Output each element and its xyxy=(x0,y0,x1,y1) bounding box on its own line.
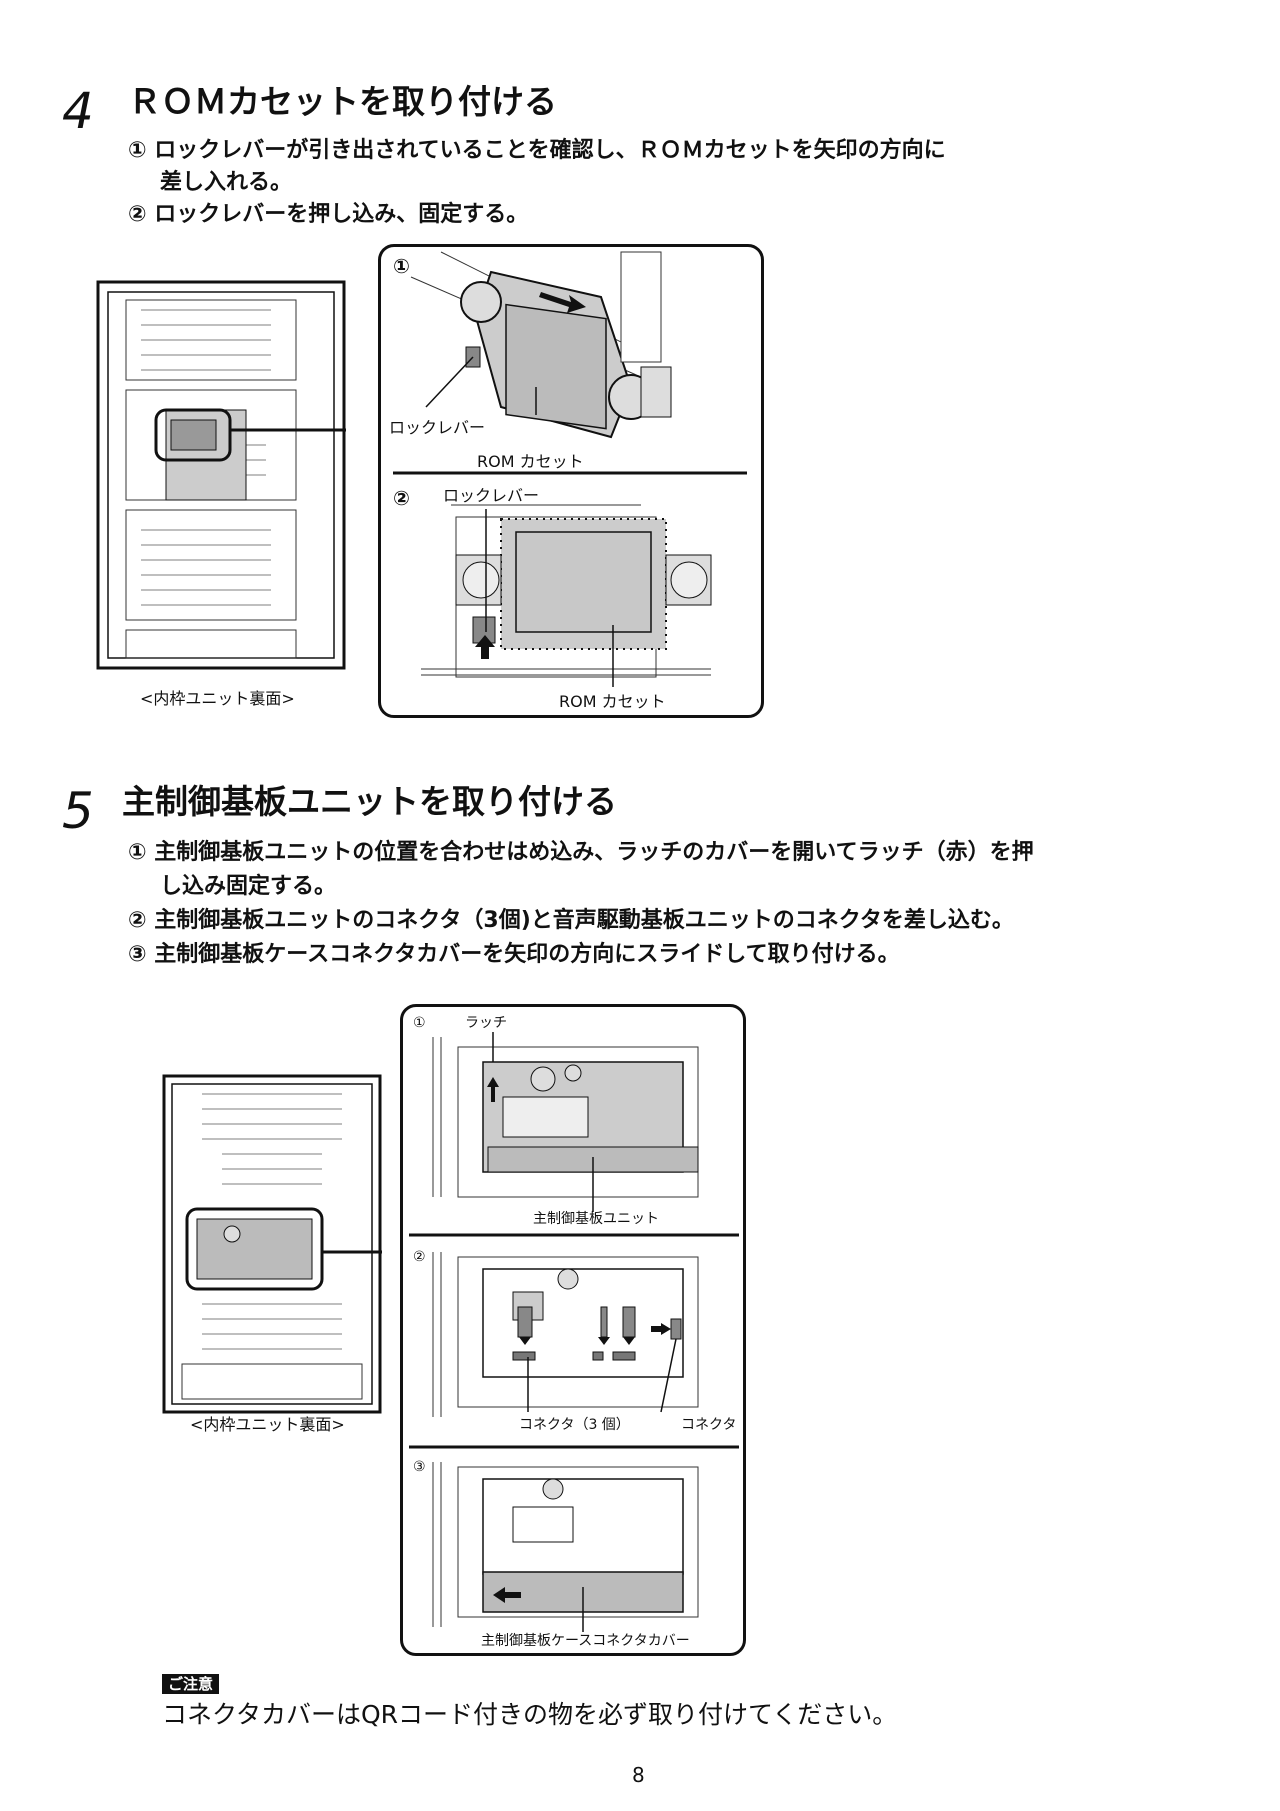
step4-instruction-1: ① ロックレバーが引き出されていることを確認し、ＲＯＭカセットを矢印の方向に xyxy=(128,138,946,163)
step4-instruction-2: ② ロックレバーを押し込み、固定する。 xyxy=(128,202,529,227)
notice-badge: ご注意 xyxy=(162,1674,220,1694)
step5-sub1-latch-label: ラッチ xyxy=(465,1015,507,1031)
step5-sub2-marker: ② xyxy=(413,1249,426,1265)
step5-sub1-unit-label: 主制御基板ユニット xyxy=(533,1211,659,1227)
step4-sub1-lock-label: ロックレバー xyxy=(389,418,486,437)
step5-instruction-2: ② 主制御基板ユニットのコネクタ（3個)と音声駆動基板ユニットのコネクタを差し込… xyxy=(128,908,1014,933)
step5-title: 主制御基板ユニットを取り付ける xyxy=(122,782,617,821)
step5-overview-illustration xyxy=(162,1074,382,1414)
step4-overview-caption: <内枠ユニット裏面> xyxy=(140,689,295,708)
step5-instruction-1: ① 主制御基板ユニットの位置を合わせはめ込み、ラッチのカバーを開いてラッチ（赤）… xyxy=(128,840,1034,865)
step4-instruction-1-cont: 差し入れる。 xyxy=(160,170,293,195)
step4-sub2-lock-label: ロックレバー xyxy=(443,486,540,505)
step5-sub2-connector3-label: コネクタ（3 個） xyxy=(519,1417,630,1433)
step4-number: 4 xyxy=(62,82,94,140)
step5-instruction-3: ③ 主制御基板ケースコネクタカバーを矢印の方向にスライドして取り付ける。 xyxy=(128,942,900,967)
step5-sub3-cover-label: 主制御基板ケースコネクタカバー xyxy=(481,1633,690,1649)
step5-sub2-connector-label: コネクタ xyxy=(681,1417,737,1433)
step4-overview-illustration xyxy=(96,280,346,670)
step5-sub3-marker: ③ xyxy=(413,1459,426,1475)
step4-sub1-rom-label: ROM カセット xyxy=(477,452,584,471)
step5-overview-caption: <内枠ユニット裏面> xyxy=(190,1415,345,1434)
step4-title: ＲＯＭカセットを取り付ける xyxy=(128,82,557,121)
step5-sub1-marker: ① xyxy=(413,1015,426,1031)
step5-number: 5 xyxy=(62,782,94,840)
step4-sub1-marker: ① xyxy=(393,254,410,278)
page-number: 8 xyxy=(632,1763,645,1787)
step4-detail-panel: ① ロックレバー ROM カセット ② ロックレバー ROM カセット xyxy=(378,244,764,718)
step5-instruction-1-cont: し込み固定する。 xyxy=(160,874,337,899)
step4-sub2-rom-label: ROM カセット xyxy=(559,692,666,711)
step5-detail-panel: ① ラッチ 主制御基板ユニット ② コネクタ（3 個） コネクタ ③ 主制御基板… xyxy=(400,1004,746,1656)
step4-sub2-marker: ② xyxy=(393,486,410,510)
notice-text: コネクタカバーはQRコード付きの物を必ず取り付けてください。 xyxy=(162,1700,898,1729)
